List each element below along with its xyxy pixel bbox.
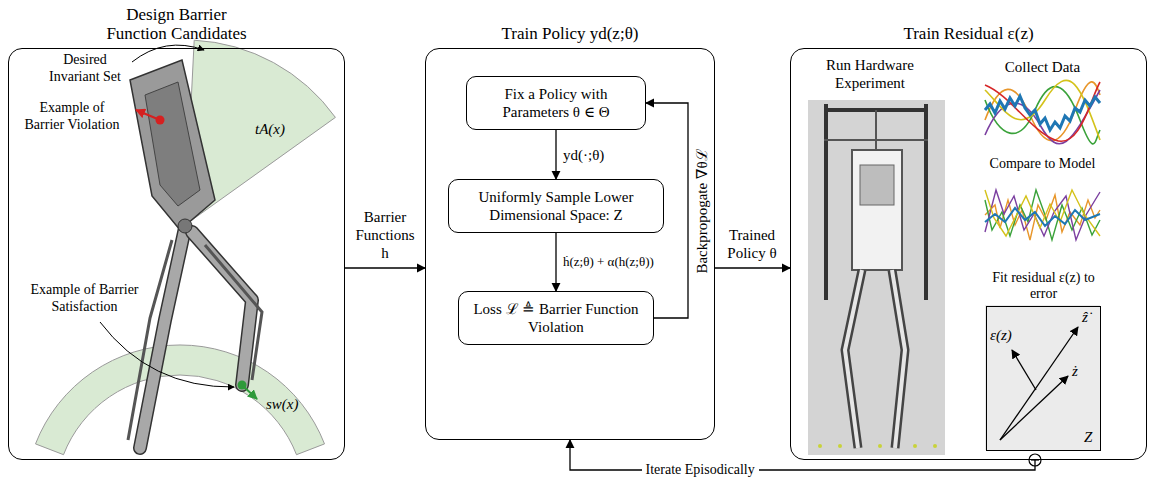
connector-arrow: [570, 440, 1035, 470]
annotation-label: ż: [1072, 362, 1078, 380]
process-box: Uniformly Sample Lower Dimensional Space…: [448, 179, 664, 233]
edge-label: yd(·;θ): [563, 146, 604, 164]
edge-label: Trained Policy θ: [720, 226, 784, 262]
connector-arrow: [555, 233, 556, 291]
annotation-label: tA(x): [255, 120, 285, 138]
training-panel: Train Policy yd(z;θ)Fix a Policy with Pa…: [425, 48, 715, 440]
panel-heading: Design Barrier Function Candidates: [102, 5, 252, 44]
box-text: Loss ℒ ≜ Barrier Function Violation: [465, 300, 647, 336]
box-text: Uniformly Sample Lower Dimensional Space…: [455, 188, 657, 224]
edge-label: ḣ(z;θ) + α(h(z;θ)): [563, 254, 654, 270]
annotation-label: ẑ̇: [1082, 308, 1088, 326]
annotation-label: Desired Invariant Set: [40, 52, 130, 86]
process-box: Loss ℒ ≜ Barrier Function Violation: [458, 291, 654, 345]
panel-heading: Train Policy yd(z;θ): [440, 24, 700, 44]
connector-arrow: [715, 267, 790, 268]
annotation-label: Run Hardware Experiment: [815, 56, 925, 92]
edge-label: Backpropogate ∇θℒ: [692, 148, 710, 273]
annotation-label: Example of Barrier Satisfaction: [22, 282, 147, 316]
annotation-label: Z: [1084, 428, 1092, 446]
box-text: Fix a Policy with Parameters θ ∈ Θ: [473, 85, 639, 121]
residual-vectors: [985, 305, 1100, 450]
annotation-label: Collect Data: [985, 58, 1100, 76]
residual-panel: Train Residual ε(z)Fit residual ε(z) to …: [790, 48, 1147, 460]
annotation-label: sw(x): [266, 395, 299, 413]
annotation-label: Compare to Model: [980, 156, 1105, 173]
process-box: Fix a Policy with Parameters θ ∈ Θ: [466, 76, 646, 130]
annotation-label: Example of Barrier Violation: [22, 100, 122, 134]
connector-arrow: [555, 130, 556, 179]
comparison-plot: [985, 190, 1100, 240]
panel-heading: Fit residual ε(z) to error: [983, 270, 1105, 302]
data-plot: [985, 80, 1100, 144]
edge-label: Iterate Episodically: [642, 462, 759, 479]
annotation-label: ε(z): [990, 326, 1012, 344]
connector-arrow: [345, 267, 425, 268]
panel-heading: Train Residual ε(z): [839, 24, 1099, 44]
hardware-photo: [808, 100, 945, 455]
edge-label: Barrier Functions h: [350, 208, 420, 262]
